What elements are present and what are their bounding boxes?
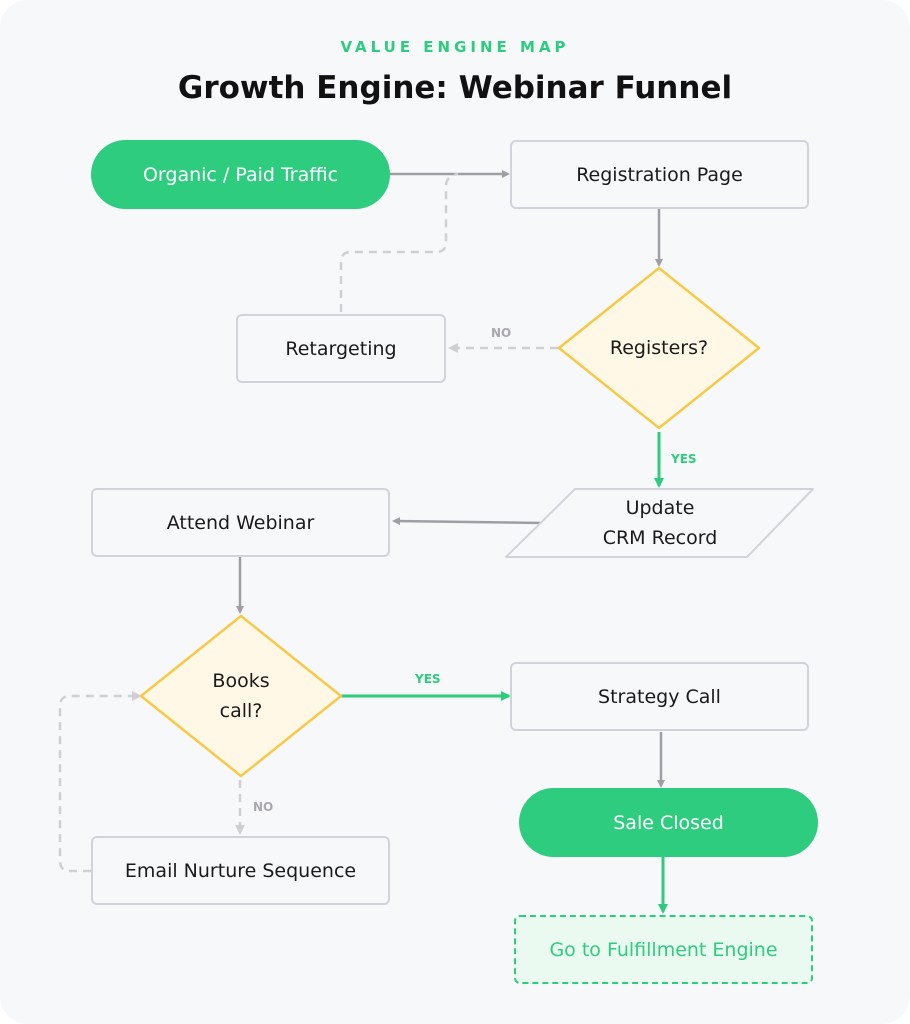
node-sale-closed-label: Sale Closed bbox=[613, 811, 724, 834]
node-retargeting[interactable]: Retargeting bbox=[236, 314, 446, 383]
edge-crm-webinar bbox=[392, 517, 544, 526]
node-registers-decision[interactable]: Registers? bbox=[579, 318, 739, 378]
node-registration-label: Registration Page bbox=[576, 163, 743, 186]
node-traffic[interactable]: Organic / Paid Traffic bbox=[91, 140, 390, 209]
node-books-call-decision[interactable]: Books call? bbox=[171, 666, 311, 726]
node-attend-webinar-label: Attend Webinar bbox=[166, 511, 315, 534]
edge-label-books-yes: YES bbox=[415, 672, 441, 686]
diagram-title: Growth Engine: Webinar Funnel bbox=[177, 70, 733, 106]
node-retargeting-label: Retargeting bbox=[285, 337, 397, 360]
books-call-diamond-shape bbox=[139, 614, 343, 778]
eyebrow-label: VALUE ENGINE MAP bbox=[340, 38, 570, 56]
update-crm-label-line1: Update bbox=[625, 497, 695, 519]
edge-label-registers-yes: YES bbox=[671, 452, 697, 466]
edge-label-books-no: NO bbox=[253, 800, 274, 814]
books-call-label-line2: call? bbox=[219, 700, 263, 722]
node-strategy-call-label: Strategy Call bbox=[598, 685, 721, 708]
node-email-nurture[interactable]: Email Nurture Sequence bbox=[91, 836, 390, 905]
node-traffic-label: Organic / Paid Traffic bbox=[142, 163, 339, 186]
edge-label-registers-no: NO bbox=[491, 326, 512, 340]
node-email-nurture-label: Email Nurture Sequence bbox=[124, 859, 357, 882]
edge-nurture-loop bbox=[58, 691, 142, 873]
books-call-label-line1: Books bbox=[212, 670, 270, 692]
registers-decision-label: Registers? bbox=[609, 337, 709, 359]
node-registration-page[interactable]: Registration Page bbox=[510, 140, 809, 209]
edge-retargeting-loop bbox=[339, 172, 459, 312]
node-attend-webinar[interactable]: Attend Webinar bbox=[91, 488, 390, 557]
node-strategy-call[interactable]: Strategy Call bbox=[510, 662, 809, 731]
node-fulfillment-link[interactable]: Go to Fulfillment Engine bbox=[514, 915, 813, 984]
update-crm-label-line2: CRM Record bbox=[602, 527, 718, 549]
node-update-crm[interactable]: Update CRM Record bbox=[560, 493, 760, 553]
update-crm-shape bbox=[505, 488, 814, 558]
node-sale-closed[interactable]: Sale Closed bbox=[519, 788, 818, 857]
registers-diamond-shape bbox=[557, 266, 761, 430]
node-fulfillment-label: Go to Fulfillment Engine bbox=[549, 938, 778, 961]
